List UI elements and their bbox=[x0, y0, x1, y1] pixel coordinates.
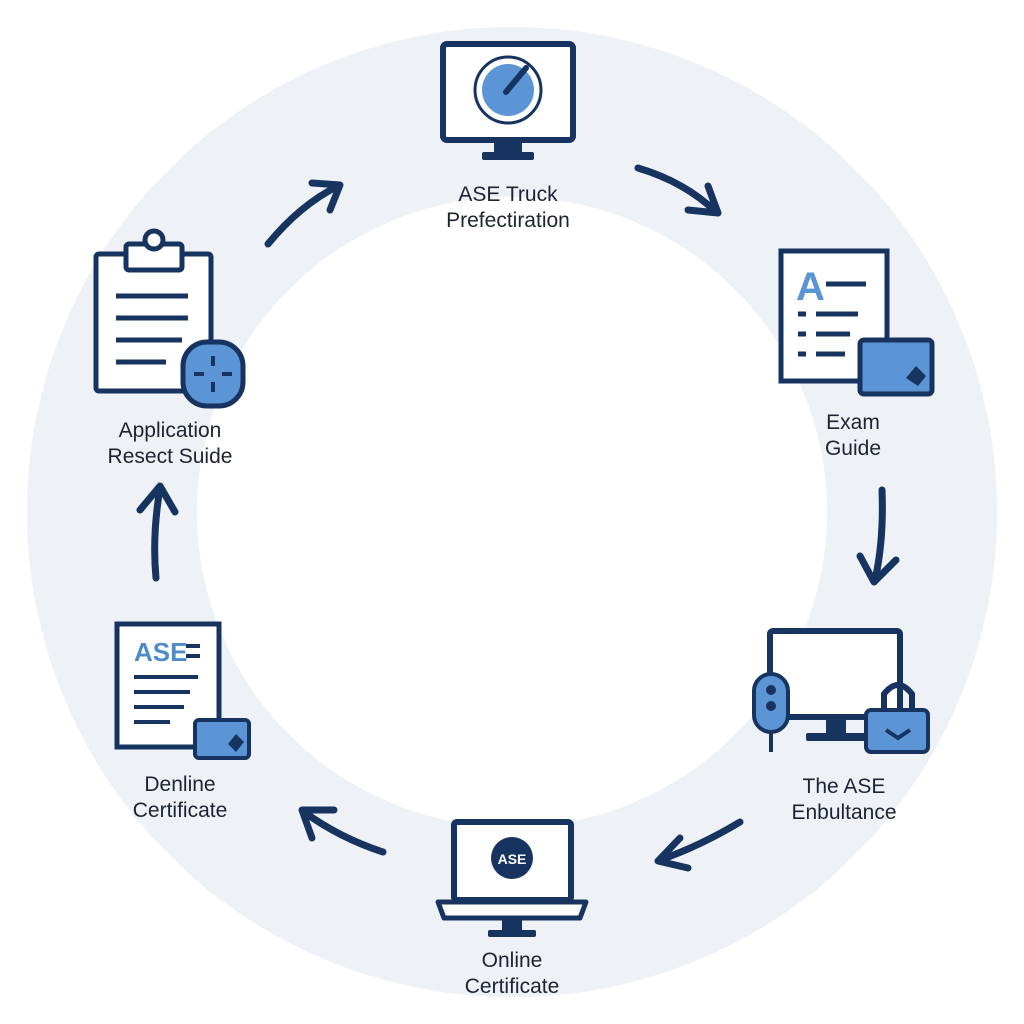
step-label-online-certificate: Online Certificate bbox=[392, 948, 632, 1000]
step-label-line2: Certificate bbox=[464, 975, 560, 998]
step-label-the-ase: The ASE Enbultance bbox=[724, 774, 964, 826]
laptop-ase-icon: ASE bbox=[435, 819, 589, 937]
step-label-line1: Online bbox=[481, 949, 543, 972]
clipboard-icon bbox=[93, 228, 246, 409]
arrow-exam-to-ase bbox=[856, 486, 900, 586]
step-label-denline-certificate: Denline Certificate bbox=[60, 772, 300, 824]
step-label-line2: Resect Suide bbox=[107, 445, 233, 468]
document-ase-title: ASE bbox=[134, 637, 187, 667]
arrow-application-to-truck bbox=[264, 179, 344, 248]
ase-document-icon: ASE bbox=[114, 621, 251, 760]
monitor-lock-icon bbox=[752, 628, 930, 754]
step-label-line2: Enbultance bbox=[791, 801, 897, 824]
step-label-line2: Guide bbox=[824, 437, 882, 460]
step-label-ase-truck: ASE Truck Prefectiration bbox=[388, 182, 628, 234]
step-label-line2: Prefectiration bbox=[446, 209, 570, 232]
step-label-line1: Exam bbox=[826, 411, 880, 434]
arrow-denline-to-application bbox=[136, 482, 179, 582]
arrow-truck-to-exam bbox=[634, 164, 722, 217]
step-label-line1: The ASE bbox=[802, 775, 886, 798]
step-label-application: Application Resect Suide bbox=[50, 418, 290, 470]
arrow-ase-to-online bbox=[654, 818, 744, 872]
step-label-line1: Denline bbox=[144, 773, 216, 796]
step-label-line1: Application bbox=[118, 419, 222, 442]
step-label-exam-guide: Exam Guide bbox=[733, 410, 973, 462]
arrow-online-to-denline bbox=[298, 806, 387, 856]
step-label-line1: ASE Truck bbox=[458, 183, 558, 206]
laptop-ase-badge: ASE bbox=[498, 851, 527, 867]
monitor-gauge-icon bbox=[440, 41, 576, 160]
document-tablet-icon: A bbox=[778, 248, 935, 397]
step-label-line2: Certificate bbox=[132, 799, 228, 822]
svg-text:A: A bbox=[796, 265, 825, 309]
